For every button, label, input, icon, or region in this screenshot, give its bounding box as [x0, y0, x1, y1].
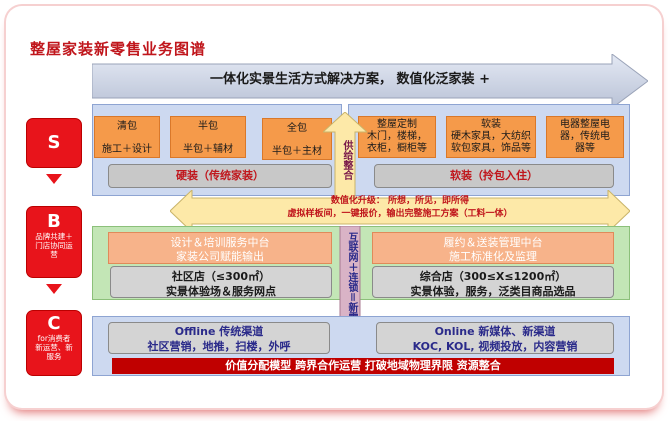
new-retail-label: 互联网＋连锁＝新零售: [346, 232, 357, 332]
top-arrow-label: 一体化实景生活方式解决方案， 数值化泛家装 +: [210, 72, 490, 87]
hard-item-bottom: 施工＋设计: [102, 144, 152, 155]
hard-decoration-label: 硬装（传统家装）: [108, 164, 332, 188]
supply-integration-label: 供给整合: [341, 140, 352, 180]
hard-item-bottom: 半包＋主材: [272, 146, 322, 157]
value-model-bar: 价值分配模型 跨界合作运营 打破地域物理界限 资源整合: [112, 358, 614, 374]
hard-item-quanbao: 全包 半包＋主材: [262, 118, 332, 160]
community-store: 社区店（≤300㎡） 实景体验场＆服务网点: [110, 266, 332, 298]
design-training-hub: 设计＆培训服务中台 家装公司赋能输出: [108, 232, 332, 264]
hard-item-bottom: 半包＋辅材: [183, 144, 233, 155]
comprehensive-store: 综合店（300≤X≤1200㎡） 实景体验，服务，泛类目商品选品: [372, 266, 614, 298]
online-channel: Online 新媒体、新渠道 KOC, KOL, 视频投放，内容营销: [376, 322, 614, 354]
fulfillment-hub: 履约＆送装管理中台 施工标准化及监理: [372, 232, 614, 264]
soft-item-appliance: 电器整屋电 器，传统电 器等: [546, 116, 624, 158]
hard-item-qingbao: 清包 施工＋设计: [94, 116, 160, 158]
page-title: 整屋家装新零售业务图谱: [30, 40, 207, 58]
side-letter-s: S: [47, 132, 61, 153]
side-sub-c: for消费者 新运营、新 服务: [35, 334, 73, 361]
soft-item-custom: 整屋定制 木门，楼梯， 衣柜，橱柜等: [358, 116, 436, 158]
soft-decoration-label: 软装（拎包入住）: [374, 164, 614, 188]
digital-upgrade-line2: 虚拟样板间，一键报价，输出完整施工方案（工料一体）: [287, 209, 513, 219]
down-arrow-icon: [46, 174, 62, 184]
hard-item-banbao: 半包 半包＋辅材: [170, 116, 246, 158]
supply-integration-arrow: [323, 112, 367, 200]
digital-upgrade-line1: 数值化升级： 所想，所见，即所得: [330, 196, 470, 206]
side-letter-c: C: [47, 313, 61, 334]
hard-item-top: 半包: [198, 121, 218, 132]
offline-channel: Offline 传统渠道 社区营销，地推，扫楼，外呼: [108, 322, 330, 354]
hard-item-top: 清包: [117, 121, 137, 132]
side-box-c: C for消费者 新运营、新 服务: [26, 310, 82, 376]
hard-item-top: 全包: [287, 123, 307, 134]
side-letter-b: B: [47, 211, 61, 232]
side-box-b: B 品牌共建＋ 门店协同运 营: [26, 206, 82, 278]
down-arrow-icon: [46, 284, 62, 294]
top-solution-arrow: [92, 54, 648, 108]
soft-item-softdecor: 软装 硬木家具，大纺织 软包家具，饰品等: [446, 116, 536, 158]
side-sub-b: 品牌共建＋ 门店协同运 营: [35, 232, 73, 259]
side-box-s: S: [26, 118, 82, 168]
